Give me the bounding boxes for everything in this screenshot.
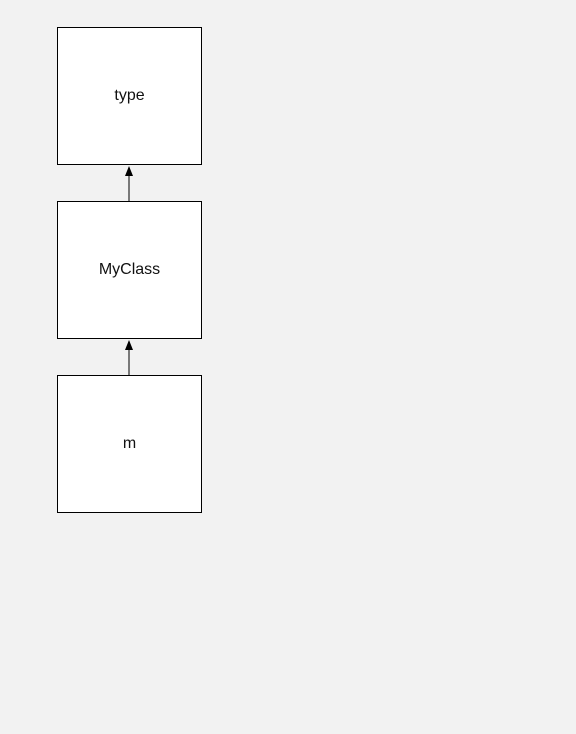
node-m: m: [57, 375, 202, 513]
node-type-label: type: [114, 87, 145, 104]
node-m-label: m: [122, 435, 137, 452]
node-type: type: [57, 27, 202, 165]
node-myclass: MyClass: [57, 201, 202, 339]
node-myclass-label: MyClass: [98, 261, 161, 278]
arrowhead-myclass-to-type: [125, 166, 133, 176]
arrowhead-m-to-myclass: [125, 340, 133, 350]
